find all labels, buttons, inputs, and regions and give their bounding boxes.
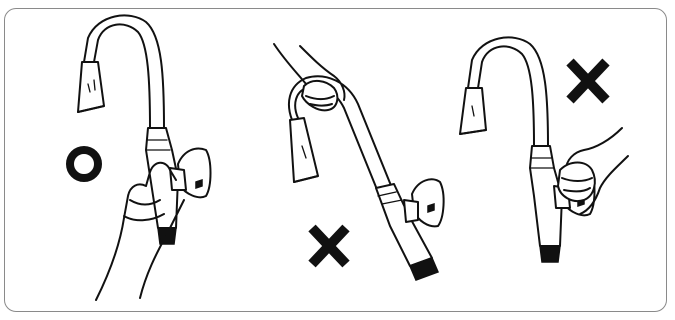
circle-o-icon [70,150,98,178]
panel-wrong-pull-spout [274,44,444,280]
panel-wrong-grip-handle [460,37,628,262]
faucet-illustration-2 [274,44,444,280]
panel-correct [70,15,211,300]
x-cross-icon [312,228,346,264]
x-cross-icon [570,62,606,100]
